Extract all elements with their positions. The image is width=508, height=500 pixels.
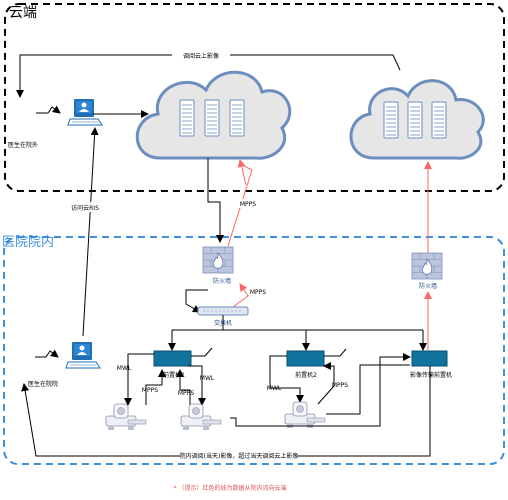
front2-device-links: MWL MPPS [267,348,348,405]
cloud-zone-title: 云端 [9,5,37,21]
firewall-1: 防火墙 [202,246,234,285]
front-machine-2-label: 前置机2 [295,371,317,379]
server-icon [179,99,195,137]
front-machine-1: 前置机1 [153,350,192,379]
hospital-zone: 医院院内 [2,234,505,465]
cloud-access-label: 调阅云上影像 [183,52,219,60]
doctor-outside-label: 医生在院外 [8,141,38,149]
front-machine-1-label: 前置机1 [163,371,185,379]
medical-device-icon [284,401,326,429]
mpps-1-label: MPPS [142,387,158,394]
firewall-icon [202,246,234,274]
mwl-1-label: MWL [117,365,132,372]
server-icon [229,99,245,137]
firewall-2-label: 防火墙 [419,282,437,290]
firewall-2: 防火墙 [411,161,443,350]
image-transfer-front-label: 影像传输前置机 [410,371,452,379]
mpps-cloud-label: MPPS [240,201,256,208]
medical-device-icon [180,403,222,431]
devices-to-image-front-links [230,353,411,427]
front-machine-2: 前置机2 [286,350,325,379]
server-icon [407,101,423,139]
doctor-inside-workstation: 医生在院院 [28,341,101,388]
switch-distribution [168,315,427,351]
image-transfer-front-machine: 影像传输前置机 [410,350,452,379]
server-icon [431,101,447,139]
front1-device-links: MWL MPPS MWL MPPS [117,347,215,406]
cloud-to-firewall-link: MPPS [207,158,260,247]
mpps-fw-label: MPPS [250,289,266,296]
server-icon [383,101,399,139]
firewall-icon [411,252,443,280]
mwl-2-label: MWL [200,375,215,382]
access-ris-label: 访问云RIS [71,204,99,212]
server-icon [204,99,220,137]
firewall-1-label: 防火墙 [213,277,231,285]
access-ris-line: 访问云RIS [62,127,108,337]
bottom-image-flow: 院内调阅(当天)影像，超过当天调阅云上影像 [21,366,431,460]
computer-icon [67,98,103,126]
cloud-ris [135,70,292,160]
mwl-3-label: MWL [267,385,282,392]
bottom-flow-label: 院内调阅(当天)影像，超过当天调阅云上影像 [180,452,299,460]
footnote-red-lines: * （提示）红色的线为数据从院内流向云端 [174,484,287,492]
hospital-zone-title: 医院院内 [2,234,54,250]
mpps-3-label: MPPS [332,382,348,389]
cloud-image-storage [349,79,485,160]
doctor-outside-workstation: 医生在院外 [8,98,149,149]
cloud-zone: 云端 [4,3,505,192]
computer-icon [65,341,101,369]
cloud-access-line: 调阅云上影像 [16,50,401,98]
doctor-inside-label: 医生在院院 [28,380,58,388]
medical-device-icon [105,403,147,431]
mpps-2-label: MPPS [178,390,194,397]
